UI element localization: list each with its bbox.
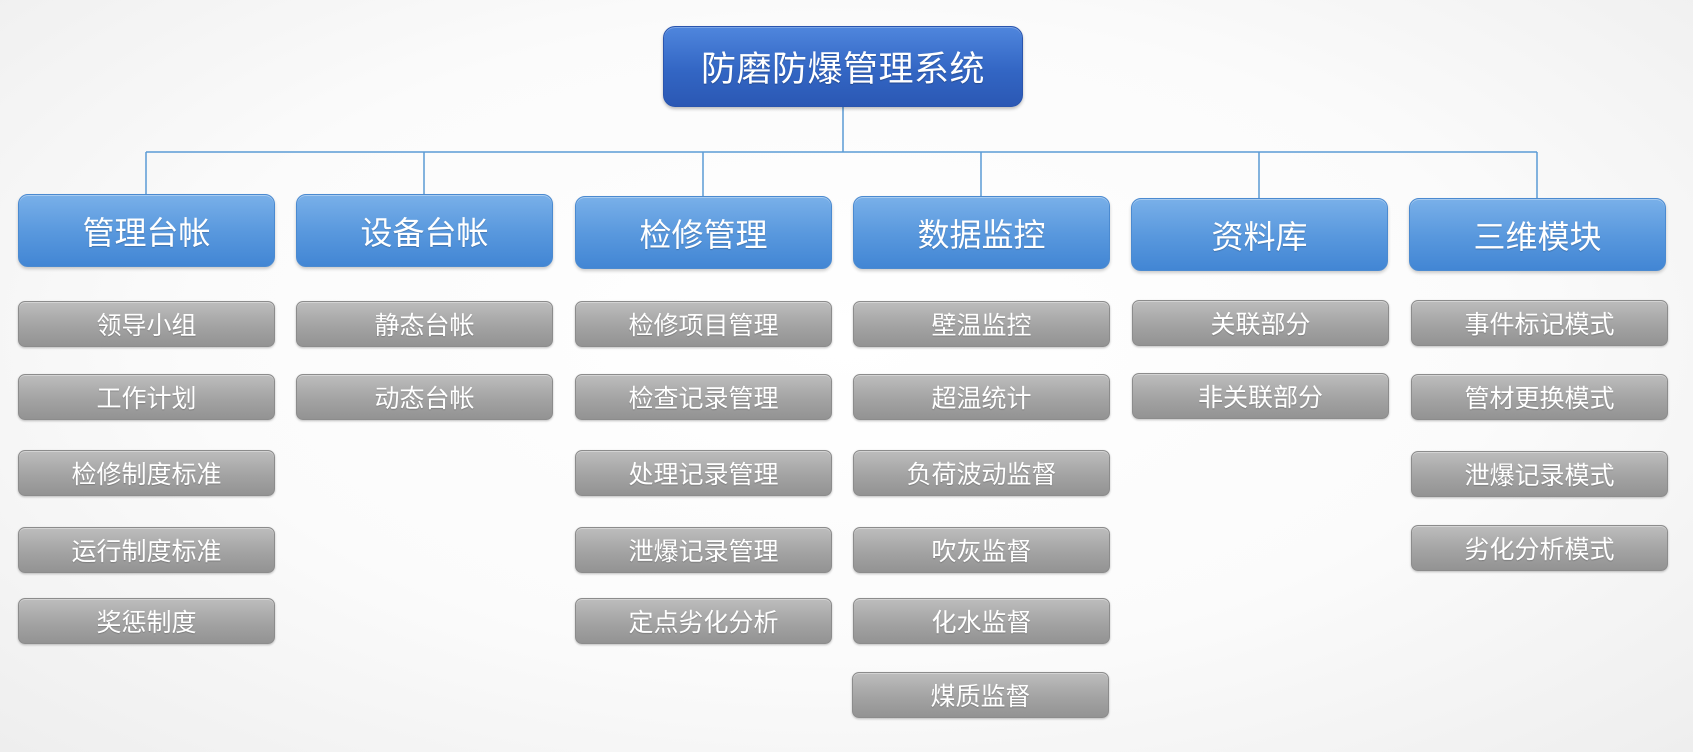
leaf-node: 动态台帐 bbox=[296, 374, 553, 420]
leaf-node-label: 化水监督 bbox=[931, 608, 1032, 637]
leaf-node: 负荷波动监督 bbox=[853, 450, 1110, 496]
leaf-node: 化水监督 bbox=[853, 598, 1110, 644]
category-node-label: 资料库 bbox=[1211, 217, 1308, 256]
leaf-node: 管材更换模式 bbox=[1411, 374, 1668, 420]
leaf-node: 事件标记模式 bbox=[1411, 300, 1668, 346]
leaf-node-label: 壁温监控 bbox=[931, 311, 1032, 340]
leaf-node-label: 管材更换模式 bbox=[1464, 384, 1615, 413]
category-node-label: 设备台帐 bbox=[360, 213, 489, 252]
leaf-node-label: 检修项目管理 bbox=[628, 311, 779, 340]
leaf-node: 吹灰监督 bbox=[853, 527, 1110, 573]
leaf-node: 处理记录管理 bbox=[575, 450, 832, 496]
leaf-node: 定点劣化分析 bbox=[575, 598, 832, 644]
leaf-node-label: 动态台帐 bbox=[374, 384, 475, 413]
root-node-label: 防磨防爆管理系统 bbox=[700, 50, 985, 90]
leaf-node: 奖惩制度 bbox=[18, 598, 275, 644]
leaf-node: 超温统计 bbox=[853, 374, 1110, 420]
leaf-node-label: 负荷波动监督 bbox=[906, 460, 1057, 489]
leaf-node: 壁温监控 bbox=[853, 301, 1110, 347]
leaf-node-label: 工作计划 bbox=[96, 384, 197, 413]
leaf-node-label: 处理记录管理 bbox=[628, 460, 779, 489]
leaf-node: 检修项目管理 bbox=[575, 301, 832, 347]
leaf-node: 泄爆记录模式 bbox=[1411, 451, 1668, 497]
leaf-node: 检修制度标准 bbox=[18, 450, 275, 496]
category-node-document-library: 资料库 bbox=[1131, 198, 1388, 271]
leaf-node: 工作计划 bbox=[18, 374, 275, 420]
category-node-equipment-ledger: 设备台帐 bbox=[296, 194, 553, 267]
leaf-node: 泄爆记录管理 bbox=[575, 527, 832, 573]
leaf-node-label: 检修制度标准 bbox=[71, 460, 222, 489]
category-node-3d-module: 三维模块 bbox=[1409, 198, 1666, 271]
category-node-label: 检修管理 bbox=[639, 215, 768, 254]
leaf-node: 检查记录管理 bbox=[575, 374, 832, 420]
leaf-node-label: 非关联部分 bbox=[1197, 383, 1323, 412]
leaf-node: 劣化分析模式 bbox=[1411, 525, 1668, 571]
category-node-ledger-management: 管理台帐 bbox=[18, 194, 275, 267]
leaf-node: 煤质监督 bbox=[852, 672, 1109, 718]
leaf-node: 关联部分 bbox=[1132, 300, 1389, 346]
leaf-node-label: 运行制度标准 bbox=[71, 537, 222, 566]
category-node-label: 管理台帐 bbox=[82, 213, 211, 252]
leaf-node-label: 奖惩制度 bbox=[96, 608, 197, 637]
leaf-node-label: 检查记录管理 bbox=[628, 384, 779, 413]
category-node-data-monitoring: 数据监控 bbox=[853, 196, 1110, 269]
category-node-maintenance-management: 检修管理 bbox=[575, 196, 832, 269]
leaf-node-label: 超温统计 bbox=[931, 384, 1032, 413]
leaf-node-label: 吹灰监督 bbox=[931, 537, 1032, 566]
leaf-node: 非关联部分 bbox=[1132, 373, 1389, 419]
leaf-node-label: 领导小组 bbox=[96, 311, 197, 340]
leaf-node-label: 事件标记模式 bbox=[1464, 310, 1615, 339]
leaf-node-label: 泄爆记录管理 bbox=[628, 537, 779, 566]
leaf-node: 领导小组 bbox=[18, 301, 275, 347]
leaf-node-label: 泄爆记录模式 bbox=[1464, 461, 1615, 490]
leaf-node-label: 劣化分析模式 bbox=[1464, 535, 1615, 564]
category-node-label: 三维模块 bbox=[1473, 217, 1602, 256]
leaf-node: 运行制度标准 bbox=[18, 527, 275, 573]
leaf-node-label: 关联部分 bbox=[1210, 310, 1311, 339]
root-node: 防磨防爆管理系统 bbox=[663, 26, 1023, 107]
leaf-node-label: 静态台帐 bbox=[374, 311, 475, 340]
category-node-label: 数据监控 bbox=[917, 215, 1046, 254]
leaf-node-label: 定点劣化分析 bbox=[628, 608, 779, 637]
leaf-node: 静态台帐 bbox=[296, 301, 553, 347]
leaf-node-label: 煤质监督 bbox=[930, 682, 1031, 711]
